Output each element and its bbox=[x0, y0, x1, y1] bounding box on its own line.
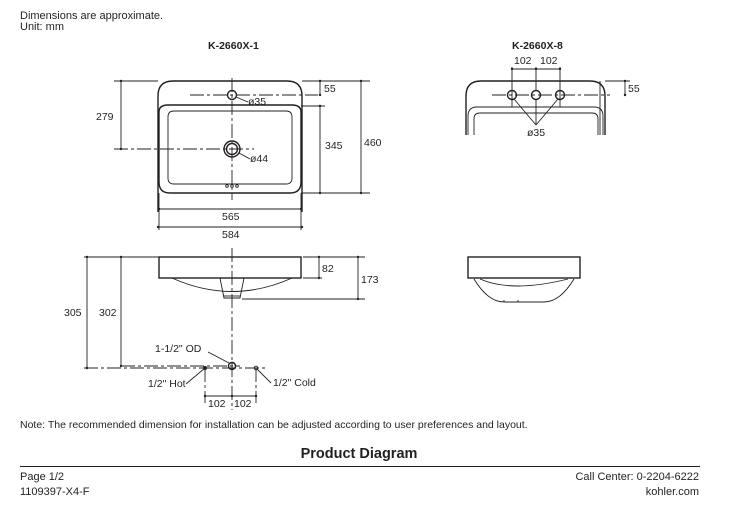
bowl-underside-outer bbox=[473, 278, 575, 303]
faucet-hole-leader bbox=[235, 96, 249, 103]
dim-supply-right-label: 102 bbox=[234, 398, 252, 410]
hole-leader bbox=[513, 98, 537, 126]
hot-supply-label: 1/2" Hot bbox=[148, 378, 186, 390]
drain-leader bbox=[207, 351, 230, 364]
dim-55-label: 55 bbox=[324, 83, 336, 95]
dim-82-label: 82 bbox=[322, 263, 334, 275]
drain-outer-icon bbox=[223, 140, 241, 158]
faucet-hole-icon bbox=[530, 89, 542, 101]
bowl-underside bbox=[171, 277, 293, 292]
bowl-underside-inner bbox=[479, 278, 569, 287]
dim-279-label: 279 bbox=[96, 111, 114, 123]
model-8-title: K-2660X-8 bbox=[512, 40, 563, 52]
dim-173-label: 173 bbox=[361, 274, 379, 286]
side-view bbox=[467, 256, 581, 303]
website: kohler.com bbox=[645, 486, 699, 498]
hot-leader bbox=[185, 367, 206, 385]
dim-345-label: 345 bbox=[325, 140, 343, 152]
drain-leader bbox=[238, 152, 251, 160]
call-center: Call Center: 0-2204-6222 bbox=[575, 471, 699, 483]
overflow-hole-icon bbox=[235, 184, 239, 188]
model-1-title: K-2660X-1 bbox=[208, 40, 259, 52]
page-number: Page 1/2 bbox=[20, 471, 65, 483]
dim-305-label: 305 bbox=[64, 307, 82, 319]
drain-inner-icon bbox=[225, 142, 239, 156]
faucet-hole-icon bbox=[226, 89, 238, 101]
footer-title: Product Diagram bbox=[300, 446, 418, 462]
basin-deck-outline bbox=[467, 106, 604, 135]
installation-note: Note: The recommended dimension for inst… bbox=[20, 419, 528, 431]
bowl-inner-outline bbox=[167, 110, 293, 185]
dim-302-label: 302 bbox=[99, 307, 117, 319]
faucet-hole-label: ø35 bbox=[248, 96, 266, 108]
basin-outer-outline bbox=[157, 80, 303, 212]
basin-rim-outline bbox=[467, 256, 581, 279]
dim-460-label: 460 bbox=[364, 137, 382, 149]
unit-text: Unit: mm bbox=[20, 21, 64, 33]
overflow-hole-icon bbox=[230, 184, 234, 188]
dim-565-label: 565 bbox=[222, 211, 240, 223]
footer-divider bbox=[20, 466, 700, 467]
drain-od-icon bbox=[227, 361, 237, 371]
overflow-hole-icon bbox=[225, 184, 229, 188]
dim-584-label: 584 bbox=[222, 229, 240, 241]
drain-od-label: 1-1/2" OD bbox=[155, 343, 202, 355]
cold-supply-label: 1/2" Cold bbox=[273, 377, 316, 389]
drain-label: ø44 bbox=[250, 153, 268, 165]
dim-supply-left-label: 102 bbox=[208, 398, 226, 410]
disclaimer-text: Dimensions are approximate. bbox=[20, 10, 164, 22]
document-id: 1109397-X4-F bbox=[20, 486, 90, 498]
front-view: 82 173 305 302 1-1/2" OD 1/2" Hot 1/2" C… bbox=[64, 248, 379, 410]
faucet-holes-label: ø35 bbox=[527, 127, 545, 139]
top-view-model-8: 102 102 ø35 55 bbox=[465, 55, 640, 139]
cold-leader bbox=[256, 368, 272, 384]
basin-rim-outline bbox=[158, 256, 302, 279]
basin-deck-outline bbox=[158, 104, 302, 194]
top-view-model-1: ø35 ø44 279 55 345 460 565 bbox=[96, 78, 382, 241]
dim-spacing-left-label: 102 bbox=[514, 55, 532, 67]
dim-55-label: 55 bbox=[628, 83, 640, 95]
hole-leader bbox=[535, 98, 559, 126]
dim-spacing-right-label: 102 bbox=[540, 55, 558, 67]
basin-outer-outline bbox=[465, 80, 606, 135]
